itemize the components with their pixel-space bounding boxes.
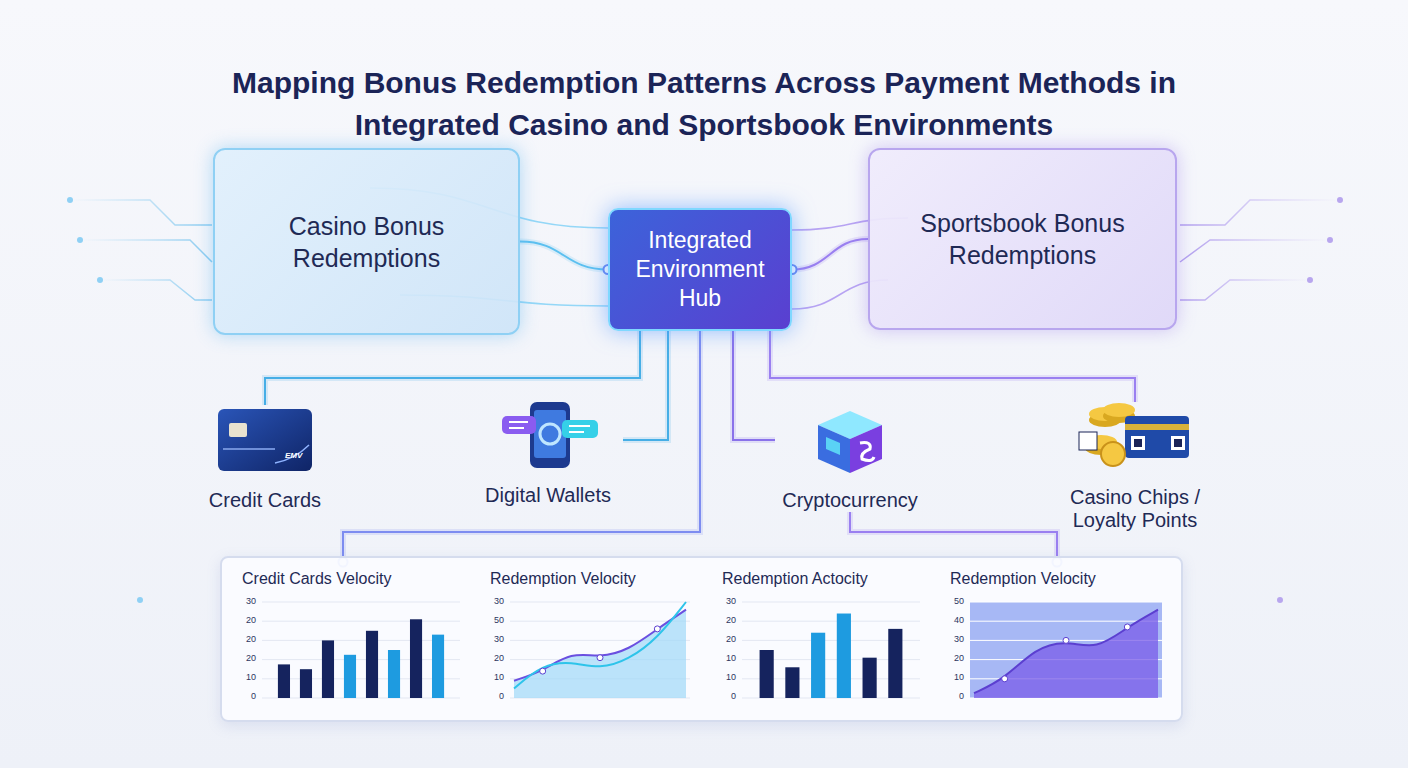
category-box: Casino Bonus Redemptions [213, 148, 520, 335]
connector-glow [770, 331, 1135, 402]
node-label: Casino Bonus Redemptions [231, 210, 502, 274]
mini-chart [262, 596, 460, 704]
payment-method: Digital Wallets [473, 400, 623, 507]
chart-card: Credit Cards Velocity 30 20 20 20 10 0 [232, 562, 470, 712]
chart-title: Credit Cards Velocity [242, 570, 391, 588]
axis-tick: 50 [488, 615, 504, 625]
circuit-dots [67, 197, 143, 603]
connector-glow [343, 331, 700, 562]
payment-icon [205, 405, 325, 475]
axis-tick: 0 [720, 691, 736, 701]
connector [343, 331, 700, 562]
node-label: Sportsbook Bonus Redemptions [886, 207, 1159, 271]
node-label: Cryptocurrency [782, 489, 918, 512]
connector [770, 331, 1135, 402]
card-mark: EMV [285, 451, 302, 460]
axis-tick: 30 [948, 634, 964, 644]
axis-tick: 10 [488, 672, 504, 682]
icon-art [218, 409, 312, 471]
circuit-lines [1180, 200, 1340, 640]
axis-tick: 20 [240, 634, 256, 644]
axis-tick: 30 [720, 596, 736, 606]
axis-tick: 10 [948, 672, 964, 682]
axis-tick: 50 [948, 596, 964, 606]
connector [520, 242, 608, 270]
category-box: Sportsbook Bonus Redemptions [868, 148, 1177, 330]
connector [265, 331, 640, 405]
chart-title: Redemption Velocity [950, 570, 1096, 588]
icon-art [502, 402, 598, 468]
hub-box: Integrated Environment Hub [608, 208, 792, 331]
node-label: Credit Cards [209, 489, 321, 512]
connector-glow [792, 239, 868, 270]
axis-tick: 20 [240, 653, 256, 663]
connector-glow [850, 512, 1057, 562]
chart-title: Redemption Velocity [490, 570, 636, 588]
mini-chart [742, 596, 920, 704]
connector [623, 331, 668, 440]
connector [792, 239, 868, 270]
axis-tick: 40 [948, 615, 964, 625]
axis-tick: 20 [948, 653, 964, 663]
axis-tick: 30 [488, 634, 504, 644]
connector-glow [623, 331, 668, 440]
axis-tick: 30 [240, 596, 256, 606]
node-label: Digital Wallets [485, 484, 611, 507]
payment-method: Cryptocurrency [775, 405, 925, 512]
axis-tick: 20 [488, 653, 504, 663]
connector-glow [265, 331, 640, 405]
payment-method: Credit Cards EMV [200, 405, 330, 512]
connector [733, 331, 775, 440]
circuit-dots [1277, 197, 1343, 603]
icon-art [1079, 403, 1189, 466]
axis-tick: 20 [720, 634, 736, 644]
circuit-lines [70, 200, 215, 640]
connector-glow [520, 242, 608, 270]
axis-tick: 0 [488, 691, 504, 701]
chart-card: Redemption Velocity 30 50 30 20 10 0 [480, 562, 700, 712]
mini-chart [970, 596, 1162, 704]
axis-tick: 20 [720, 615, 736, 625]
axis-tick: 10 [720, 653, 736, 663]
axis-tick: 10 [720, 672, 736, 682]
mini-chart [510, 596, 690, 704]
node-label: Casino Chips / Loyalty Points [1055, 486, 1215, 532]
payment-method: Casino Chips / Loyalty Points [1055, 402, 1215, 532]
axis-tick: 10 [240, 672, 256, 682]
node-label: Integrated Environment Hub [626, 226, 774, 313]
connector [850, 512, 1057, 562]
axis-tick: 0 [240, 691, 256, 701]
payment-icon [488, 400, 608, 470]
axis-tick: 30 [488, 596, 504, 606]
payment-icon [1075, 402, 1195, 472]
payment-icon [790, 405, 910, 475]
chart-title: Redemption Actocity [722, 570, 868, 588]
axis-tick: 20 [240, 615, 256, 625]
icon-art [818, 411, 882, 473]
diagram-title: Mapping Bonus Redemption Patterns Across… [204, 62, 1204, 146]
chart-card: Redemption Actocity 30 20 20 10 10 0 [712, 562, 930, 712]
axis-tick: 0 [948, 691, 964, 701]
chart-card: Redemption Velocity 50 40 30 20 10 0 [940, 562, 1172, 712]
